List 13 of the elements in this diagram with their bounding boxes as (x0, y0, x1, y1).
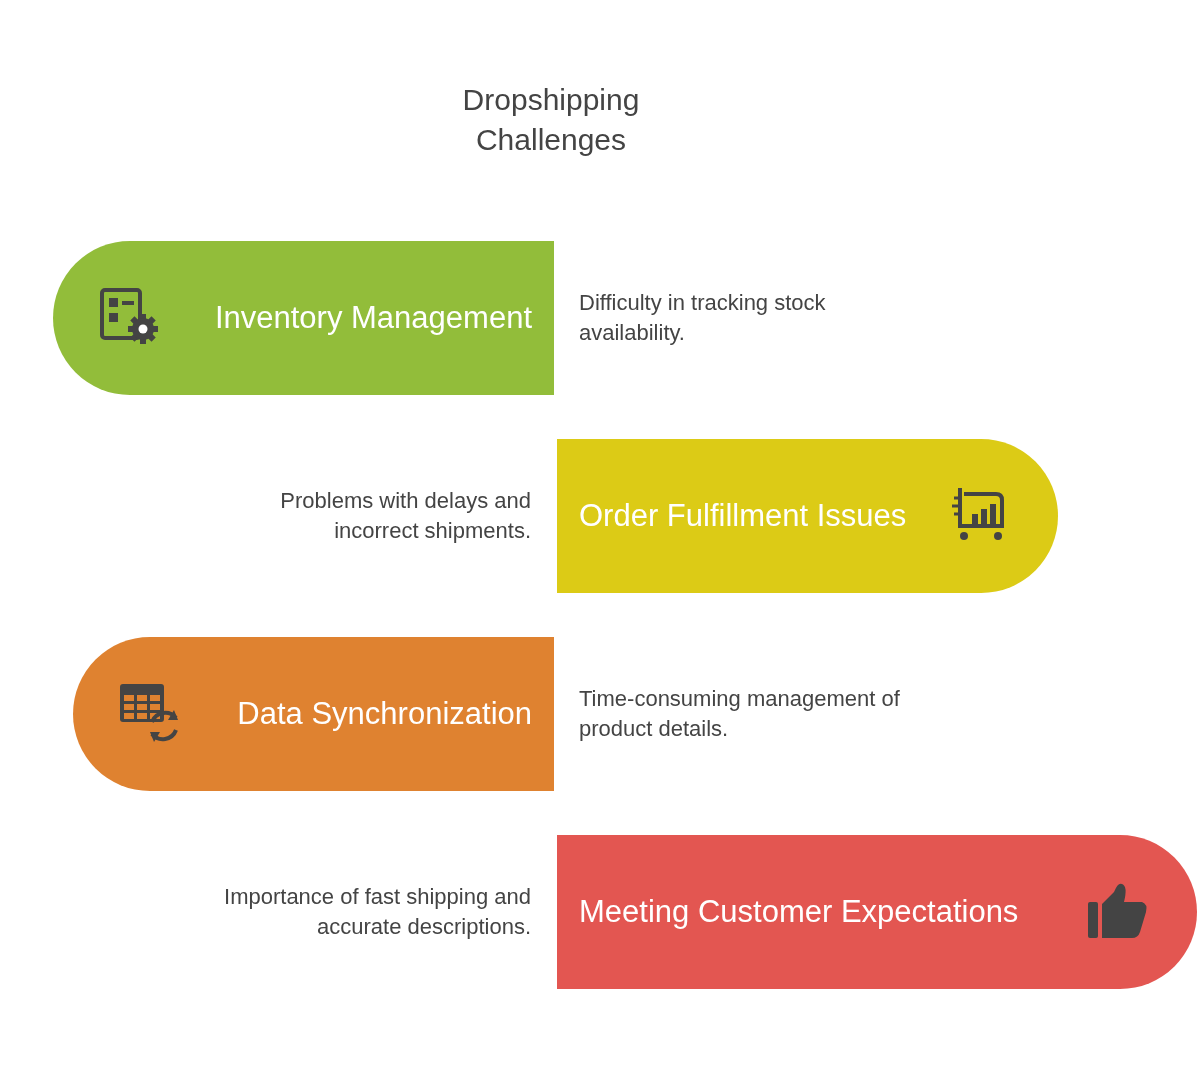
challenge-pill (53, 241, 554, 395)
challenge-description: Importance of fast shipping and accurate descriptions. (223, 883, 531, 941)
challenge-pill (557, 835, 1197, 989)
challenge-description: Time-consuming management of product details. (579, 685, 901, 743)
challenge-title: Data Synchronization (237, 696, 532, 732)
challenge-title: Inventory Management (214, 300, 532, 336)
challenge-title: Order Fulfillment Issues (579, 498, 907, 534)
challenge-description: Difficulty in tracking stock availability. (579, 289, 827, 347)
challenge-title: Meeting Customer Expectations (579, 894, 1019, 930)
challenge-pill (73, 637, 554, 791)
diagram-title: Dropshipping Challenges (461, 82, 641, 158)
challenge-pill (557, 439, 1058, 593)
challenge-description: Problems with delays and incorrect shipments. (279, 487, 531, 545)
